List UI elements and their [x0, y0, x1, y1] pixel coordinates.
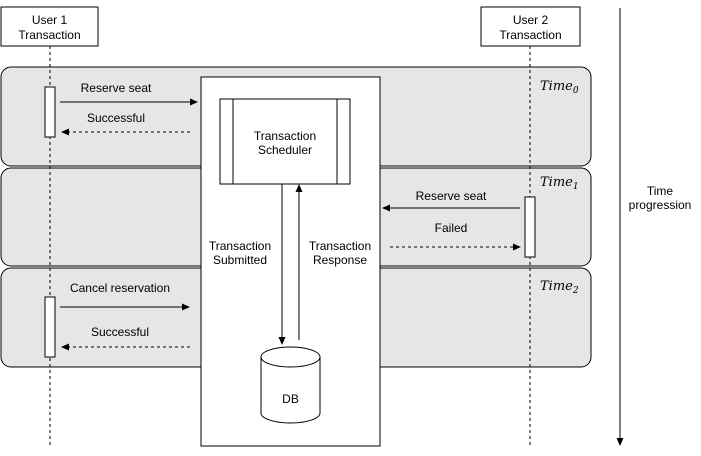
user1-activation-bar-1 — [44, 86, 56, 138]
user1-activation-bar-2 — [44, 296, 56, 358]
user1-actor-box — [0, 6, 99, 47]
time-progression-line1: Time — [647, 184, 674, 198]
failed-label: Failed — [435, 221, 468, 235]
user2-activation-bar — [524, 196, 536, 258]
successful-1-label: Successful — [87, 111, 145, 125]
scheduler-label-line1: Transaction — [254, 129, 316, 143]
time-band-1-label: Time1 — [540, 175, 579, 192]
cancel-reservation-label: Cancel reservation — [70, 281, 170, 295]
user1-actor-line2: Transaction — [18, 28, 80, 42]
time-progression-line2: progression — [629, 198, 692, 212]
response-label-line1: Transaction — [309, 239, 371, 253]
time-band-0-label: Time0 — [540, 79, 579, 96]
db-cylinder-top — [260, 346, 321, 368]
response-label-line2: Response — [313, 253, 367, 267]
user2-actor-box — [480, 6, 581, 47]
reserve-seat-2-label: Reserve seat — [416, 189, 487, 203]
user1-actor-line1: User 1 — [32, 13, 68, 27]
scheduler-label-line2: Scheduler — [258, 143, 312, 157]
successful-2-label: Successful — [91, 325, 149, 339]
submitted-label-line1: Transaction — [209, 239, 271, 253]
reserve-seat-1-label: Reserve seat — [81, 81, 152, 95]
user2-actor-line2: Transaction — [499, 28, 561, 42]
transaction-scheduler-box — [219, 98, 351, 185]
submitted-label-line2: Submitted — [213, 253, 267, 267]
time-band-2-label: Time2 — [540, 279, 579, 296]
user2-actor-line1: User 2 — [513, 13, 549, 27]
db-label: DB — [282, 392, 299, 406]
db-cylinder — [260, 357, 321, 424]
